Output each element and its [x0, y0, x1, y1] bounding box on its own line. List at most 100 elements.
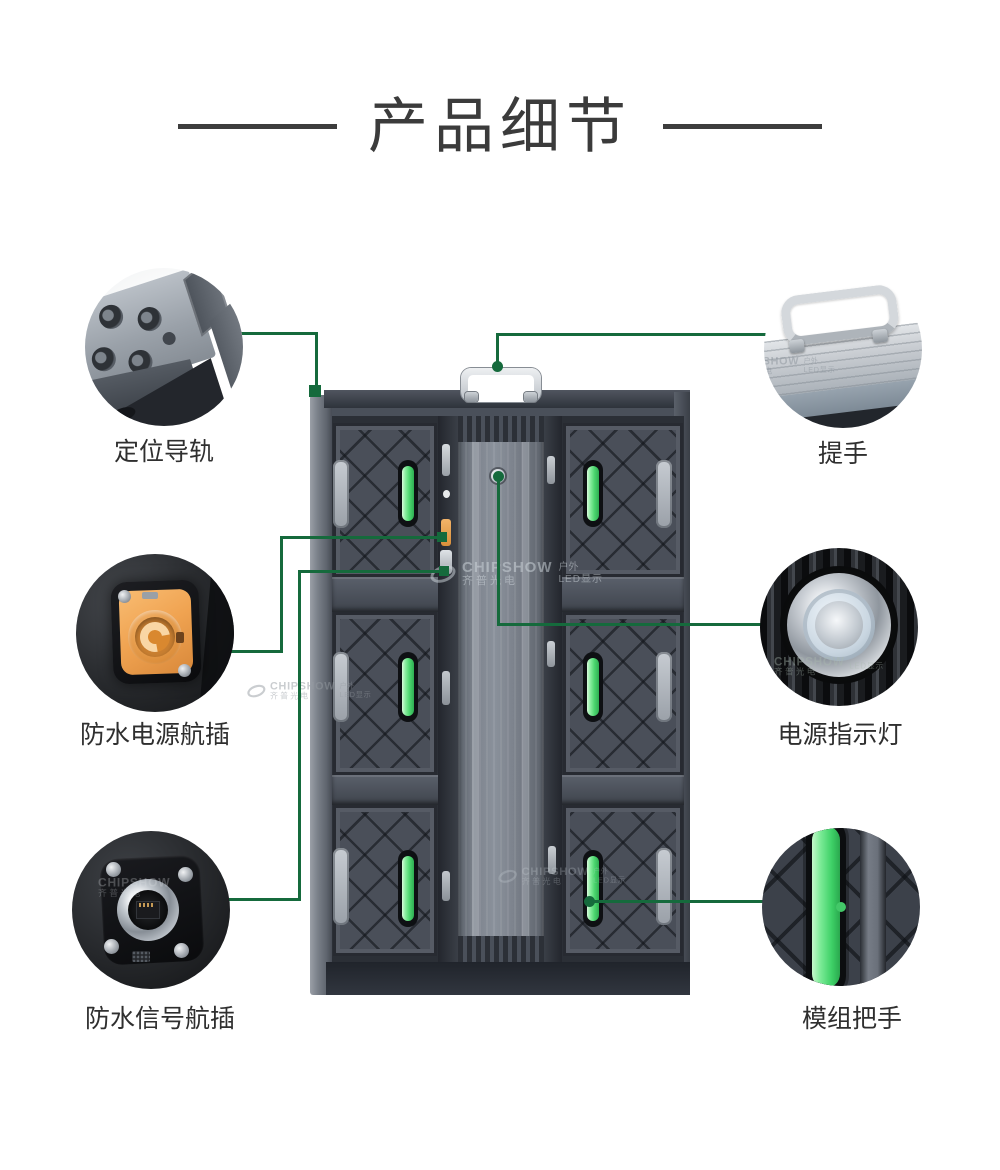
mounting-plate: [333, 652, 349, 722]
watermark-company: 齐普光电: [270, 691, 311, 701]
watermark-line2: LED显示: [339, 691, 372, 699]
watermark-brand: CHIPSHOW: [774, 655, 845, 669]
leader-line-rail: [235, 332, 318, 335]
strip-part: [442, 871, 450, 901]
cabinet-bottom-frame: [326, 962, 690, 995]
leader-line-power: [280, 537, 283, 653]
mounting-plate: [333, 848, 349, 925]
watermark-company: 齐普光电: [462, 575, 518, 587]
leader-line-signal: [298, 570, 301, 901]
handle-foot: [871, 328, 889, 344]
handle-foot: [524, 392, 537, 402]
brand-watermark: CHIPSHOW 齐普光电 户外 LED显示: [428, 559, 603, 588]
watermark-line1: 户外: [593, 867, 608, 876]
led-module: [333, 423, 437, 577]
handle-foot: [465, 392, 478, 402]
leader-endpoint-module-handle: [584, 896, 595, 907]
callout-photo-power-connector: [76, 554, 234, 712]
mounting-plate: [656, 460, 672, 528]
leader-endpoint-indicator: [493, 471, 504, 482]
mounting-plate: [656, 652, 672, 722]
watermark-line1: 户外: [803, 357, 818, 366]
connector-strip-right: [544, 416, 562, 962]
rail-fins-bottom: [458, 936, 544, 962]
central-rail: [458, 416, 544, 962]
leader-line-power: [227, 650, 283, 653]
module-handle-green: [587, 658, 599, 716]
brand-swoosh-icon: [245, 682, 268, 700]
strip-part: [443, 490, 450, 498]
module-handle-green: [402, 466, 414, 521]
screw: [104, 939, 119, 954]
handle-foot: [788, 338, 806, 354]
module-handle-green: [812, 828, 840, 986]
callout-photo-signal-connector: CHIPSHOW 齐普光电: [72, 831, 230, 989]
leader-line-module-handle: [590, 900, 763, 903]
screw: [178, 867, 193, 882]
cabinet-left-edge: [310, 395, 332, 995]
watermark-company: 齐普光电: [764, 366, 775, 376]
module-handle-green: [402, 658, 414, 716]
module-handle-green: [587, 466, 599, 521]
leader-line-rail: [315, 332, 318, 390]
watermark-brand: CHIPSHOW: [462, 559, 553, 576]
mounting-plate: [333, 460, 349, 528]
screw: [178, 664, 191, 677]
powercon-tab: [176, 632, 184, 643]
rail-highlight: [522, 416, 529, 962]
title-divider-left: [178, 124, 337, 129]
callout-label-signal-connector: 防水信号航插: [84, 1005, 235, 1033]
vent-grid: [132, 951, 150, 962]
watermark-line1: 户外: [339, 682, 354, 691]
screw: [106, 862, 121, 877]
watermark-line2: LED显示: [593, 876, 626, 885]
led-module: [333, 805, 437, 956]
brand-swoosh-icon: [496, 867, 519, 886]
leader-line-power: [280, 536, 443, 539]
leader-line-signal: [226, 898, 301, 901]
callout-photo-power-indicator: CHIPSHOW 齐普光电 LED显示: [760, 548, 918, 706]
leader-endpoint-handle: [492, 361, 503, 372]
module-edge-strip: [860, 828, 886, 986]
leader-line-handle: [497, 333, 766, 336]
cabinet-top-handle: [461, 368, 541, 402]
screw: [174, 943, 189, 958]
brand-watermark: CHIPSHOW 齐普光电: [98, 877, 170, 899]
leader-endpoint-rail: [309, 385, 321, 397]
rj45-pins: [139, 903, 154, 907]
indicator-core: [815, 601, 863, 649]
callout-label-power-indicator: 电源指示灯: [777, 721, 903, 749]
strip-part: [548, 846, 556, 874]
strip-part: [547, 641, 555, 667]
callout-label-positioning-rail: 定位导轨: [113, 438, 214, 466]
module-handle-button: [836, 902, 846, 912]
leader-line-signal: [298, 570, 445, 573]
leader-line-indicator: [497, 477, 500, 626]
watermark-brand: CHIPSHOW: [98, 876, 171, 890]
brand-watermark: CHIPSHOW 齐普光电 户外 LED显示: [496, 865, 626, 887]
rail-highlight: [472, 416, 479, 962]
screw: [118, 590, 131, 603]
strip-part: [547, 456, 555, 484]
powercon-notch: [142, 592, 158, 599]
strip-part: [442, 444, 450, 476]
watermark-line2: LED显示: [558, 574, 603, 585]
module-grid: [332, 416, 684, 962]
leader-line-indicator: [497, 623, 761, 626]
watermark-brand: CHIPSHOW: [764, 355, 800, 368]
watermark-brand: CHIPSHOW: [270, 680, 336, 693]
leader-endpoint-power: [437, 532, 447, 542]
watermark-brand: CHIPSHOW: [521, 865, 589, 878]
rail-profile-illustration: [85, 268, 243, 426]
watermark-line1: 户外: [558, 562, 579, 573]
housing-shadow: [198, 554, 234, 712]
callout-photo-module-handle: [762, 828, 920, 986]
callout-photo-positioning-rail: [85, 268, 243, 426]
module-handle-green: [402, 856, 414, 921]
handle-illustration: [764, 270, 922, 428]
led-cabinet-rear-photo: [310, 368, 690, 995]
page-title: 产品细节: [368, 93, 632, 160]
watermark-company: 齐普光电: [98, 889, 143, 899]
brand-watermark: CHIPSHOW 齐普光电 户外 LED显示: [764, 356, 835, 376]
